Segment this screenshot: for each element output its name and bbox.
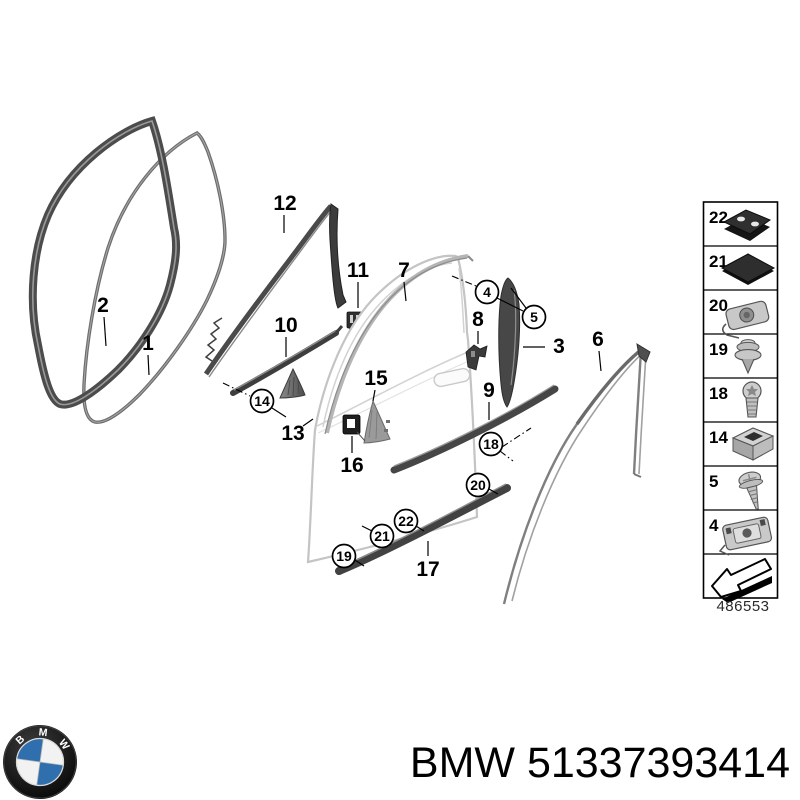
callout-16: 16 bbox=[340, 454, 363, 477]
callout-2: 2 bbox=[97, 294, 109, 317]
grommet-nut-icon bbox=[722, 209, 772, 241]
part-8-clip bbox=[465, 344, 488, 371]
callout-circle-19: 19 bbox=[331, 543, 357, 569]
diagram-code: 486553 bbox=[716, 598, 769, 615]
callout-3: 3 bbox=[553, 335, 565, 358]
sheet-metal-nut-icon bbox=[721, 300, 770, 339]
callout-circle-18: 18 bbox=[478, 431, 504, 457]
legend-num-19: 19 bbox=[709, 340, 728, 359]
guide-corner-cap bbox=[636, 342, 651, 363]
callout-6: 6 bbox=[592, 328, 604, 351]
direction-arrow-icon bbox=[711, 558, 772, 603]
cage-nut-icon bbox=[731, 427, 775, 461]
legend-num-22: 22 bbox=[709, 208, 728, 227]
adhesive-pad-icon bbox=[720, 253, 776, 285]
callout-17: 17 bbox=[416, 558, 439, 581]
svg-text:21: 21 bbox=[374, 528, 390, 544]
svg-text:18: 18 bbox=[483, 436, 499, 452]
legend-num-18: 18 bbox=[709, 384, 728, 403]
callout-11: 11 bbox=[347, 259, 370, 282]
legend-num-20: 20 bbox=[709, 296, 728, 315]
svg-text:4: 4 bbox=[483, 284, 491, 300]
legend-num-21: 21 bbox=[709, 252, 728, 271]
callout-8: 8 bbox=[472, 308, 484, 331]
callout-12: 12 bbox=[273, 192, 296, 215]
callout-circle-5: 5 bbox=[521, 304, 547, 330]
clip-teeth bbox=[204, 317, 223, 362]
svg-text:19: 19 bbox=[336, 548, 352, 564]
door-handle-recess bbox=[433, 367, 471, 388]
bmw-roundel-logo: B M W bbox=[2, 725, 77, 799]
callout-circle-22: 22 bbox=[393, 508, 419, 534]
hardware-legend: 22 21 20 19 18 14 5 4 bbox=[702, 201, 779, 615]
part-16-clip bbox=[342, 414, 366, 442]
callout-7: 7 bbox=[398, 259, 410, 282]
logo-letter-m: M bbox=[38, 726, 48, 739]
callout-circle-14: 14 bbox=[249, 388, 275, 414]
svg-text:5: 5 bbox=[530, 309, 538, 325]
callout-9: 9 bbox=[483, 379, 495, 402]
part-6-window-guide bbox=[502, 342, 651, 605]
part-number-title: BMW 51337393414 bbox=[410, 739, 790, 787]
legend-num-14: 14 bbox=[709, 428, 728, 447]
callout-circle-21: 21 bbox=[369, 523, 395, 549]
clip-nut-icon bbox=[718, 516, 773, 556]
callout-circle-20: 20 bbox=[465, 472, 491, 498]
leader-lines bbox=[103, 215, 602, 567]
door-seal-2-loop bbox=[28, 116, 181, 409]
self-tapping-screw-icon bbox=[738, 471, 764, 510]
roundel-blue-quadrant bbox=[16, 738, 44, 762]
svg-text:20: 20 bbox=[470, 477, 486, 493]
part-15-mirror-base bbox=[363, 399, 391, 444]
callout-1: 1 bbox=[142, 332, 154, 355]
callout-circle-4: 4 bbox=[474, 279, 500, 305]
part-13-mirror-triangle bbox=[279, 367, 306, 399]
svg-text:14: 14 bbox=[254, 393, 270, 409]
callout-13: 13 bbox=[281, 422, 304, 445]
svg-text:22: 22 bbox=[398, 513, 414, 529]
part-7-frame-finisher bbox=[324, 254, 474, 435]
callout-15: 15 bbox=[364, 367, 388, 390]
part-12-window-frame-trim bbox=[203, 203, 347, 378]
part-3-pillar-trim bbox=[498, 277, 521, 408]
legend-num-4: 4 bbox=[709, 516, 719, 535]
torx-screw-icon bbox=[742, 381, 762, 418]
door-seal-1-loop bbox=[82, 131, 227, 424]
legend-num-5: 5 bbox=[709, 472, 718, 491]
expanding-rivet-icon bbox=[734, 339, 762, 375]
roundel-blue-quadrant bbox=[36, 762, 64, 786]
part-10-belt-strip bbox=[230, 325, 344, 396]
part-9-belt-strip bbox=[390, 384, 559, 474]
part-17-lower-strip bbox=[335, 483, 511, 575]
callout-10: 10 bbox=[274, 314, 297, 337]
